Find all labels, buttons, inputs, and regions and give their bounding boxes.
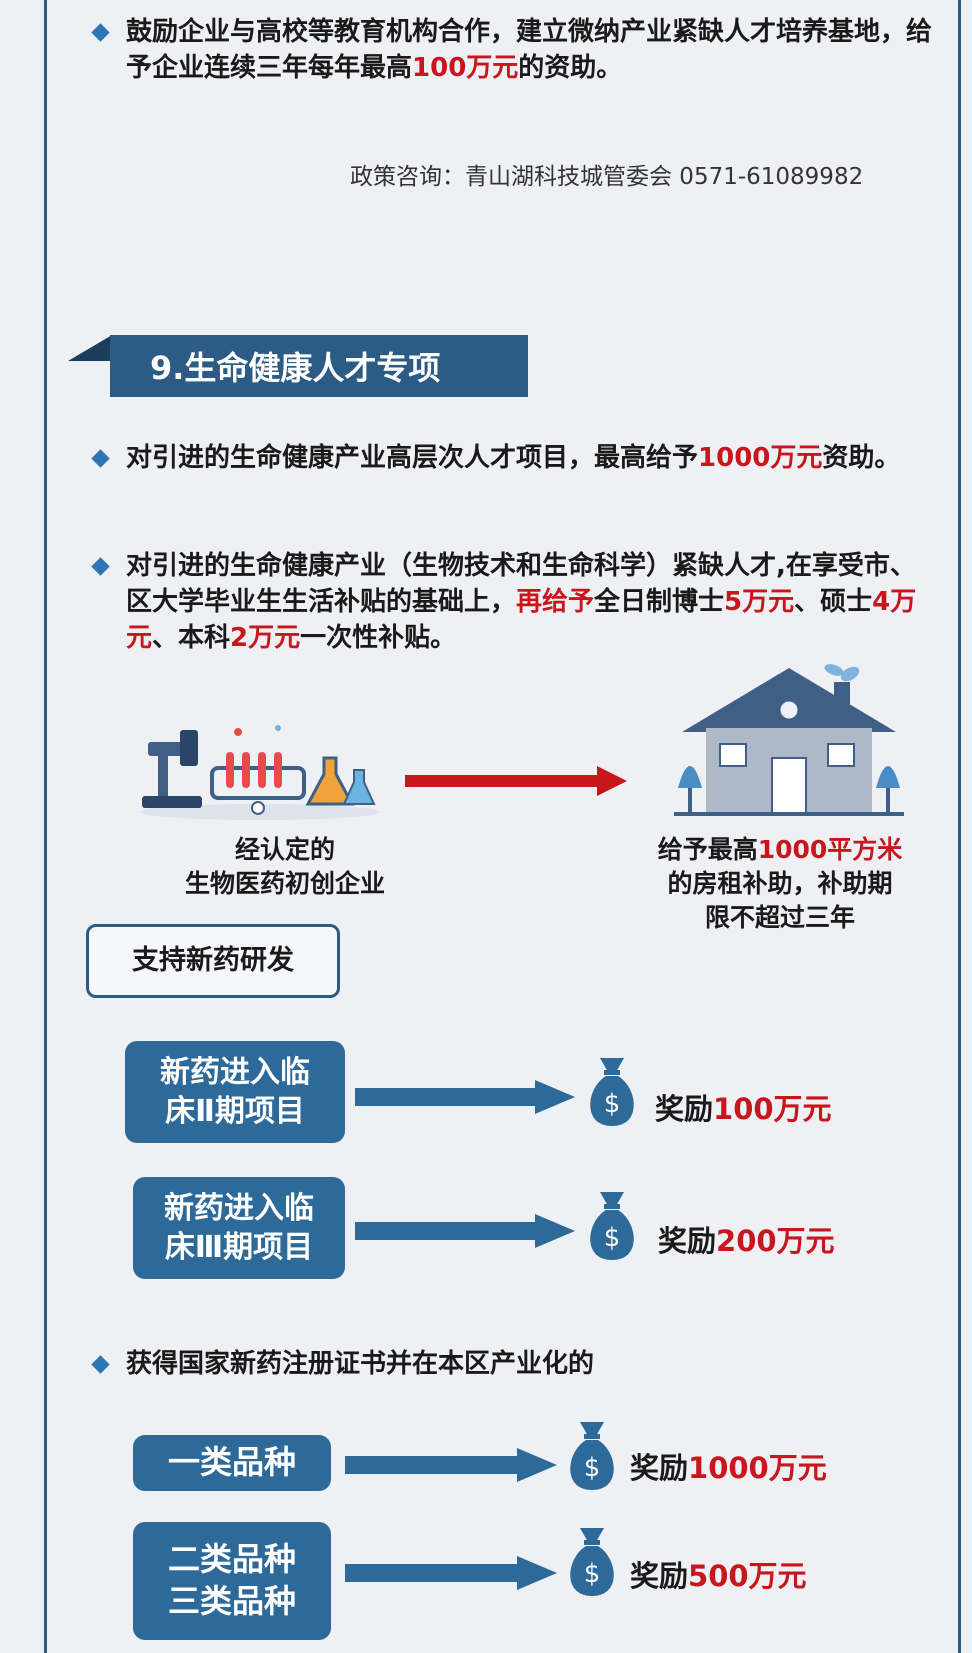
bullet-text: 获得国家新药注册证书并在本区产业化的	[126, 1349, 595, 1379]
right-arrow-icon	[355, 1080, 575, 1114]
reward-label: 奖励	[658, 1224, 717, 1258]
left-border	[44, 0, 47, 1653]
heading-flap	[68, 335, 112, 361]
reward-value: 1000万元	[688, 1451, 827, 1485]
reward-label: 奖励	[630, 1559, 689, 1593]
highlight-amount: 5万元	[724, 587, 795, 617]
right-arrow-icon	[345, 1556, 557, 1590]
bullet-text: 对引进的生命健康产业（生物技术和生命科学）紧缺人才,在享受市、区大学毕业生生活补…	[126, 551, 916, 617]
pill-text: 新药进入临	[160, 1055, 310, 1090]
svg-text:$: $	[604, 1223, 621, 1253]
caption-line: 生物医药初创企业	[184, 869, 385, 898]
category-class-1-pill: 一类品种	[133, 1435, 331, 1491]
house-icon	[674, 664, 904, 816]
pill-text: 床Ⅲ期项目	[164, 1230, 314, 1265]
reward-value: 100万元	[713, 1092, 832, 1126]
pill-text: 一类品种	[167, 1443, 296, 1482]
money-bag-icon: $	[570, 1528, 614, 1596]
bullet-text: 、本科	[152, 623, 231, 653]
money-bag-icon: $	[590, 1192, 634, 1260]
right-arrow-icon	[345, 1448, 557, 1482]
reward-amount: 奖励500万元	[630, 1553, 807, 1595]
reward-value: 200万元	[716, 1224, 835, 1258]
right-caption: 给予最高1000平方米 的房租补助，补助期 限不超过三年	[630, 833, 930, 935]
caption-line: 经认定的	[234, 835, 335, 864]
svg-text:$: $	[584, 1453, 601, 1483]
money-bag-icon: $	[590, 1058, 634, 1126]
heading-tab	[110, 335, 528, 397]
diamond-bullet-icon	[91, 1355, 110, 1374]
pill-text: 新药进入临	[164, 1191, 314, 1226]
category-class-2-3-pill: 二类品种 三类品种	[133, 1522, 331, 1640]
bullet-new-drug-certificate: 获得国家新药注册证书并在本区产业化的	[91, 1346, 934, 1382]
bullet-text-suffix: 的资助。	[518, 53, 623, 83]
caption-line: 的房租补助，补助期	[667, 869, 893, 898]
reward-label: 奖励	[630, 1451, 689, 1485]
pill-text: 床Ⅱ期项目	[165, 1094, 305, 1129]
diamond-bullet-icon	[91, 23, 110, 42]
svg-text:$: $	[584, 1559, 601, 1589]
money-bag-icon: $	[570, 1422, 614, 1490]
reward-amount: 奖励100万元	[655, 1086, 832, 1128]
right-arrow-icon	[355, 1214, 575, 1248]
svg-text:$: $	[604, 1089, 621, 1119]
support-new-drug-box: 支持新药研发	[86, 924, 340, 998]
reward-amount: 奖励200万元	[658, 1218, 835, 1260]
clinical-phase-2-pill: 新药进入临床Ⅱ期项目	[125, 1041, 345, 1143]
diamond-bullet-icon	[91, 557, 110, 576]
bullet-text: 一次性补贴。	[300, 623, 457, 653]
bullet-high-level-talent: 对引进的生命健康产业高层次人才项目，最高给予1000万元资助。	[91, 440, 934, 476]
highlight-amount: 2万元	[230, 623, 301, 653]
caption-line: 限不超过三年	[704, 903, 855, 932]
bullet-text: 、硕士	[794, 587, 873, 617]
highlight-text: 再给予	[516, 587, 595, 617]
bullet-text: 全日制博士	[594, 587, 725, 617]
highlight-amount: 1000万元	[698, 443, 823, 473]
bullet-text-suffix: 资助。	[822, 443, 901, 473]
policy-contact: 政策咨询：青山湖科技城管委会 0571-61089982	[350, 164, 864, 190]
section-heading: 9.生命健康人才专项	[68, 335, 528, 397]
highlight-area: 1000平方米	[757, 835, 903, 864]
section-title: 9.生命健康人才专项	[150, 349, 441, 387]
caption-text: 给予最高	[657, 835, 758, 864]
highlight-amount: 100万元	[412, 53, 519, 83]
clinical-phase-3-pill: 新药进入临床Ⅲ期项目	[133, 1177, 345, 1279]
reward-amount: 奖励1000万元	[630, 1445, 827, 1487]
right-border	[958, 0, 961, 1653]
reward-value: 500万元	[688, 1559, 807, 1593]
left-caption: 经认定的 生物医药初创企业	[120, 833, 450, 901]
bullet-shortage-talent: 对引进的生命健康产业（生物技术和生命科学）紧缺人才,在享受市、区大学毕业生生活补…	[91, 548, 934, 656]
lab-equipment-icon	[140, 725, 380, 820]
bullet-text: 鼓励企业与高校等教育机构合作，建立微纳产业紧缺人才培养基地，给予企业连续三年每年…	[126, 17, 933, 83]
reward-label: 奖励	[655, 1092, 714, 1126]
pill-text: 二类品种	[167, 1540, 296, 1579]
right-arrow-icon	[405, 766, 627, 796]
pill-text: 三类品种	[167, 1582, 296, 1620]
diamond-bullet-icon	[91, 449, 110, 468]
highlight-amount: 4万元	[126, 587, 917, 653]
bullet-text: 对引进的生命健康产业高层次人才项目，最高给予	[126, 443, 699, 473]
bullet-talent-base: 鼓励企业与高校等教育机构合作，建立微纳产业紧缺人才培养基地，给予企业连续三年每年…	[91, 14, 934, 86]
